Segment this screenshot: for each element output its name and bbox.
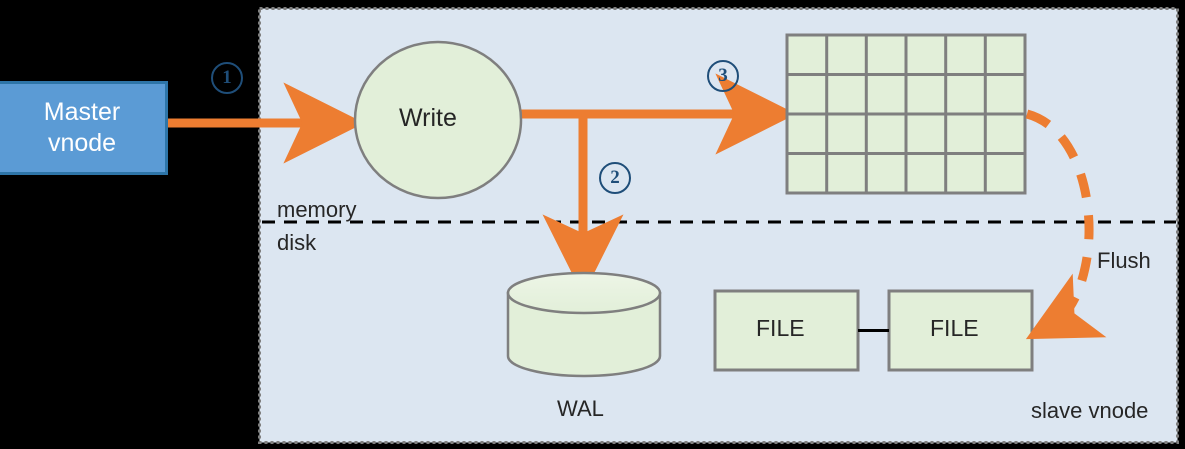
write-node <box>353 40 523 200</box>
slave-vnode-label: slave vnode <box>1031 398 1149 423</box>
disk-label: disk <box>277 230 317 255</box>
flush-label: Flush <box>1097 248 1151 273</box>
master-vnode-label-line1: Master <box>43 97 121 126</box>
memory-label: memory <box>277 197 357 222</box>
wal-node-label: WAL <box>557 396 604 421</box>
master-vnode-label-line2: vnode <box>47 129 117 157</box>
write-node-label: Write <box>399 104 457 132</box>
master-vnode-box[interactable]: Master vnode <box>0 81 168 175</box>
file-box-2-label: FILE <box>930 315 979 341</box>
step-number-3: 3 <box>707 60 739 92</box>
step-number-1: 1 <box>211 62 243 94</box>
file-box-1-label: FILE <box>756 315 805 341</box>
step-number-2: 2 <box>599 162 631 194</box>
flush-arrow <box>1025 109 1107 340</box>
wal-node <box>506 271 662 378</box>
memtable-grid <box>785 33 1027 195</box>
file-box-1 <box>713 289 860 372</box>
